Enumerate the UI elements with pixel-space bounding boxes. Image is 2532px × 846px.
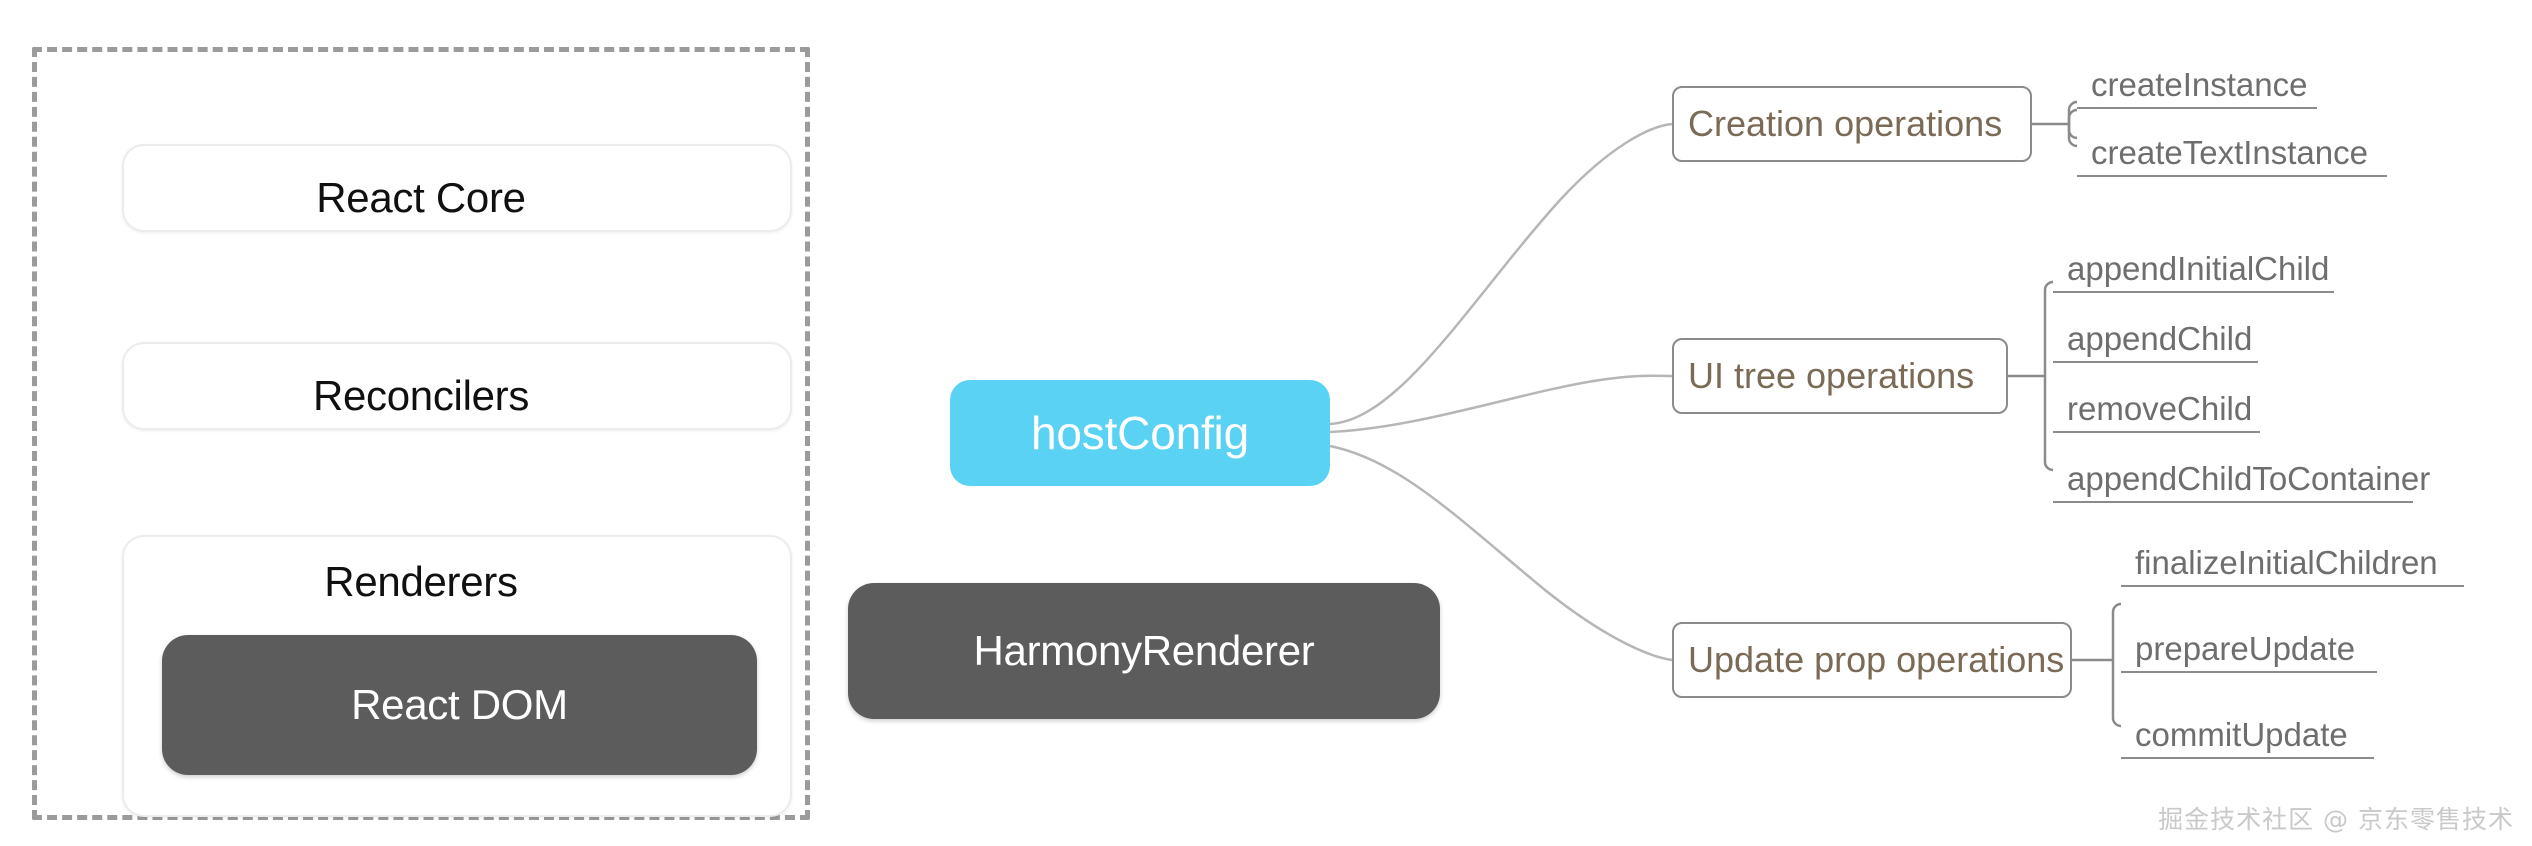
leaf-create-instance[interactable]: createInstance: [2077, 67, 2317, 109]
leaf-commit-update[interactable]: commitUpdate: [2121, 717, 2374, 759]
leaf-append-initial-child[interactable]: appendInitialChild: [2053, 251, 2334, 293]
branch-update-prop-operations[interactable]: Update prop operations: [1672, 622, 2072, 698]
watermark-text: 掘金技术社区 @ 京东零售技术: [2158, 805, 2514, 834]
leaf-prepare-update[interactable]: prepareUpdate: [2121, 631, 2377, 673]
layer-label-renderers: Renderers: [324, 558, 518, 605]
leaf-append-child[interactable]: appendChild: [2053, 321, 2258, 363]
node-hostconfig[interactable]: hostConfig: [950, 380, 1330, 486]
layer-label-reconcilers: Reconcilers: [312, 372, 530, 419]
branch-ui-tree-operations[interactable]: UI tree operations: [1672, 338, 2008, 414]
layer-label-react-core: React Core: [316, 174, 526, 221]
pill-harmony-renderer[interactable]: HarmonyRenderer: [848, 583, 1440, 719]
branch-creation-operations[interactable]: Creation operations: [1672, 86, 2032, 162]
leaf-create-text-instance[interactable]: createTextInstance: [2077, 135, 2387, 177]
leaf-append-child-to-container[interactable]: appendChildToContainer: [2053, 461, 2430, 503]
leaf-remove-child[interactable]: removeChild: [2053, 391, 2260, 433]
pill-react-dom[interactable]: React DOM: [162, 635, 757, 775]
layer-box-reconcilers[interactable]: [122, 342, 792, 430]
leaf-finalize-initial-children[interactable]: finalizeInitialChildren: [2121, 545, 2464, 587]
layer-box-react-core[interactable]: [122, 144, 792, 232]
react-architecture-group: React Core Reconcilers Renderers React D…: [32, 47, 810, 820]
